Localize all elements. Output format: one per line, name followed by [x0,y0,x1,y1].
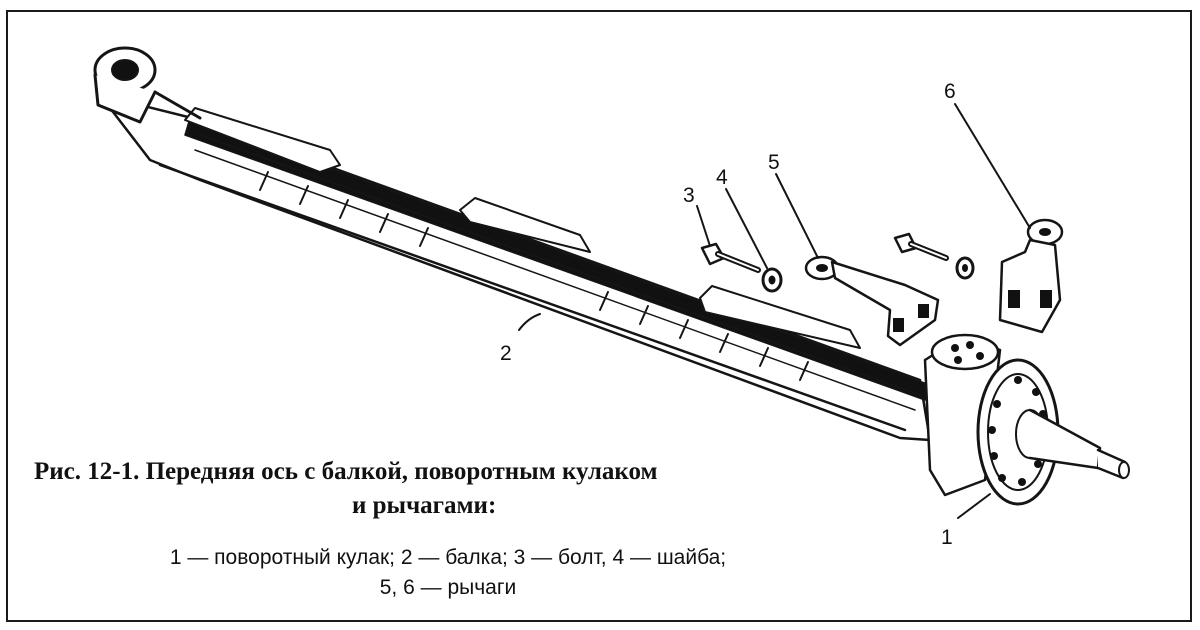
caption-title-line-2: и рычагами: [352,492,497,519]
washer-part-second [955,256,975,280]
callout-6: 6 [944,80,956,103]
washer-part [761,267,783,293]
callout-1: 1 [941,526,953,549]
steering-knuckle [923,333,1130,506]
caption-legend-line-2: 5, 6 — рычаги [379,576,517,599]
bolt-part-second [893,232,949,261]
callout-5: 5 [768,151,780,174]
callout-3: 3 [683,184,695,207]
axle-beam [93,46,932,442]
caption-title-line-1: Рис. 12-1. Передняя ось с балкой, поворо… [34,458,658,485]
leader-lines [518,103,1031,519]
figure-caption-legend: 1 — поворотный кулак; 2 — балка; 3 — бол… [78,543,818,603]
lever-left-part [804,255,940,347]
figure-caption-title: Рис. 12-1. Передняя ось с балкой, поворо… [34,455,894,523]
callout-4: 4 [716,166,728,189]
lever-right-part [998,218,1064,334]
bolt-part [700,242,761,273]
callout-2: 2 [500,342,512,365]
caption-legend-line-1: 1 — поворотный кулак; 2 — балка; 3 — бол… [169,546,727,569]
